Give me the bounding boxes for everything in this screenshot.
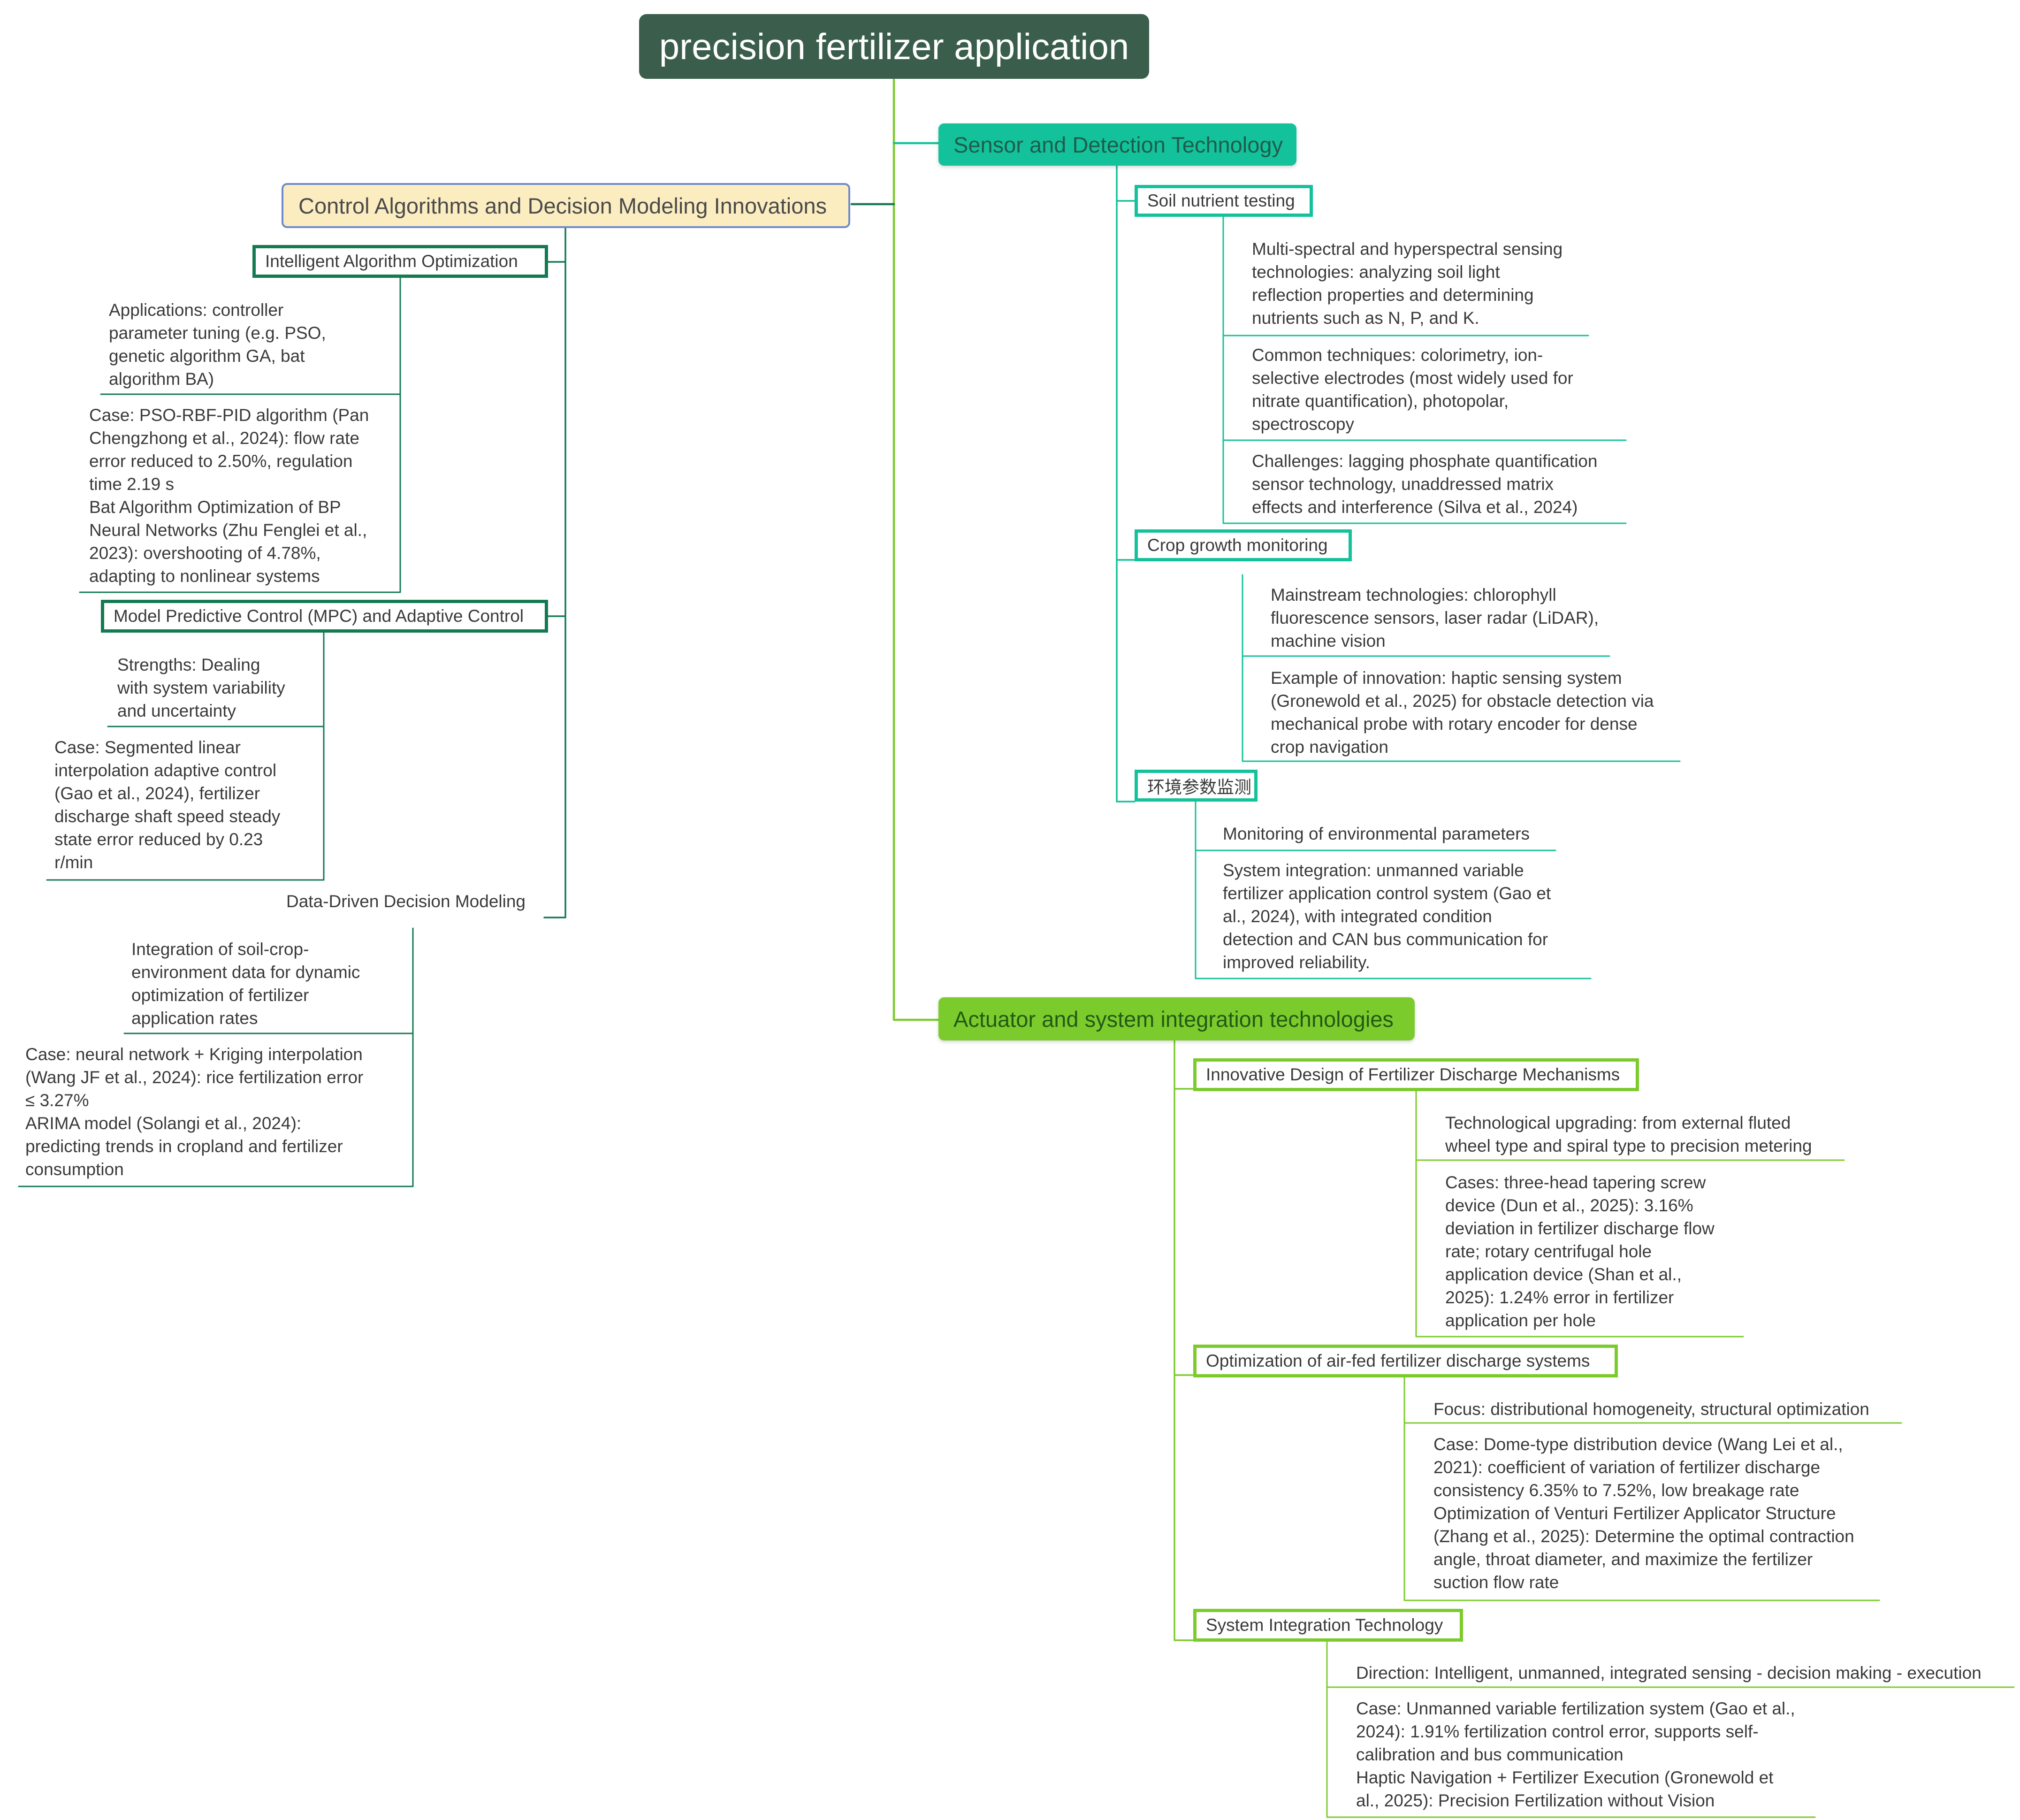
leaf-intelligent-cases: Case: PSO-RBF-PID algorithm (Pan Chengzh… [89,405,369,586]
leaf-env-system-integration: System integration: unmanned variable fe… [1223,861,1551,972]
leaf-crop-innovation: Example of innovation: haptic sensing sy… [1271,668,1654,757]
connector-intelligent-leaves [79,277,401,593]
branch-sensor-detection[interactable]: Sensor and Detection Technology [938,123,1296,166]
connector-discharge-leaves [1415,1089,1845,1338]
leaf-mpc-strengths: Strengths: Dealing with system variabili… [117,655,285,720]
subtopic-discharge-mechanisms[interactable]: Innovative Design of Fertilizer Discharg… [1193,1058,1639,1091]
leaf-env-monitoring: Monitoring of environmental parameters [1223,824,1530,843]
subtopic-crop-growth-monitoring[interactable]: Crop growth monitoring [1135,529,1352,561]
connector-mpc-leaves [46,632,325,881]
connector-central-trunk [892,78,941,1021]
connector-system-leaves [1326,1639,2015,1818]
subtopic-mpc-adaptive-control[interactable]: Model Predictive Control (MPC) and Adapt… [101,600,548,633]
leaf-data-cases: Case: neural network + Kriging interpola… [25,1045,364,1179]
subtopic-environment-monitoring[interactable]: 环境参数监测 [1135,770,1258,802]
connector-crop-leaves [1242,574,1681,762]
leaf-mpc-case: Case: Segmented linear interpolation ada… [54,738,281,872]
leaf-crop-mainstream: Mainstream technologies: chlorophyll flu… [1271,585,1599,650]
connector-airfed-leaves [1403,1374,1902,1601]
subtopic-soil-nutrient-testing[interactable]: Soil nutrient testing [1135,185,1313,217]
leaf-airfed-focus: Focus: distributional homogeneity, struc… [1433,1399,1869,1419]
leaf-soil-challenges: Challenges: lagging phosphate quantifica… [1252,451,1598,517]
central-topic[interactable]: precision fertilizer application [639,14,1149,79]
branch-control-algorithms[interactable]: Control Algorithms and Decision Modeling… [282,183,850,228]
leaf-discharge-upgrading: Technological upgrading: from external f… [1445,1113,1812,1155]
leaf-system-cases: Case: Unmanned variable fertilization sy… [1356,1699,1795,1810]
leaf-data-integration: Integration of soil-crop- environment da… [131,940,360,1028]
subtopic-intelligent-algorithm[interactable]: Intelligent Algorithm Optimization [252,245,548,278]
leaf-system-direction: Direction: Intelligent, unmanned, integr… [1356,1663,1982,1682]
connector-actuator-spine [1174,1040,1194,1641]
connector-soil-leaves [1222,216,1627,524]
leaf-soil-common-techniques: Common techniques: colorimetry, ion- sel… [1252,345,1573,434]
subtopic-system-integration[interactable]: System Integration Technology [1193,1609,1463,1642]
leaf-discharge-cases: Cases: three-head tapering screw device … [1445,1173,1715,1330]
leaf-intelligent-applications: Applications: controller parameter tunin… [109,300,326,389]
branch-actuator-integration[interactable]: Actuator and system integration technolo… [938,997,1415,1040]
subtopic-air-fed-discharge[interactable]: Optimization of air-fed fertilizer disch… [1193,1345,1618,1377]
connector-sensor-spine [1116,162,1136,803]
connector-data-leaves [18,927,414,1187]
leaf-airfed-cases: Case: Dome-type distribution device (Wan… [1433,1435,1854,1592]
connector-env-leaves [1195,801,1592,979]
leaf-soil-spectral-sensing: Multi-spectral and hyperspectral sensing… [1252,239,1563,328]
connector-control-spine [543,223,566,918]
subtopic-data-driven-modeling[interactable]: Data-Driven Decision Modeling [286,892,526,911]
